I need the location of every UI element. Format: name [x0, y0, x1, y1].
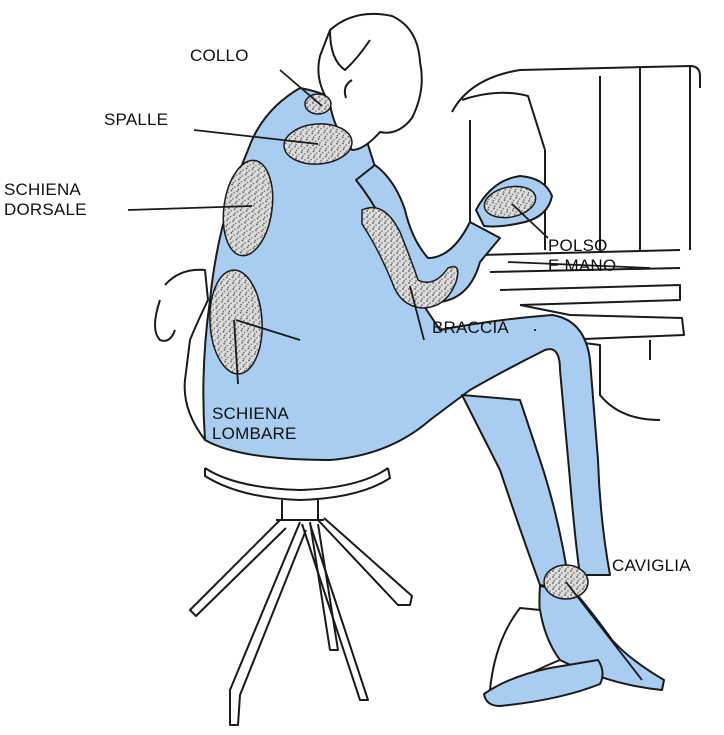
label-schiena-lombare-line1: SCHIENA [212, 404, 297, 424]
label-schiena-lombare: SCHIENA LOMBARE [212, 404, 297, 444]
label-polso-line2: E MANO [548, 256, 616, 276]
label-caviglia: CAVIGLIA [612, 556, 691, 576]
label-polso-e-mano: POLSO E MANO [548, 236, 616, 276]
pain-zone-neck [305, 94, 331, 114]
label-collo: COLLO [190, 46, 249, 66]
label-polso-line1: POLSO [548, 236, 616, 256]
label-schiena-dorsale-line2: DORSALE [4, 200, 87, 220]
label-schiena-dorsale-line1: SCHIENA [4, 180, 87, 200]
label-spalle: SPALLE [104, 110, 168, 130]
label-schiena-dorsale: SCHIENA DORSALE [4, 180, 87, 220]
label-schiena-lombare-line2: LOMBARE [212, 424, 297, 444]
label-braccia: BRACCIA [432, 318, 509, 338]
